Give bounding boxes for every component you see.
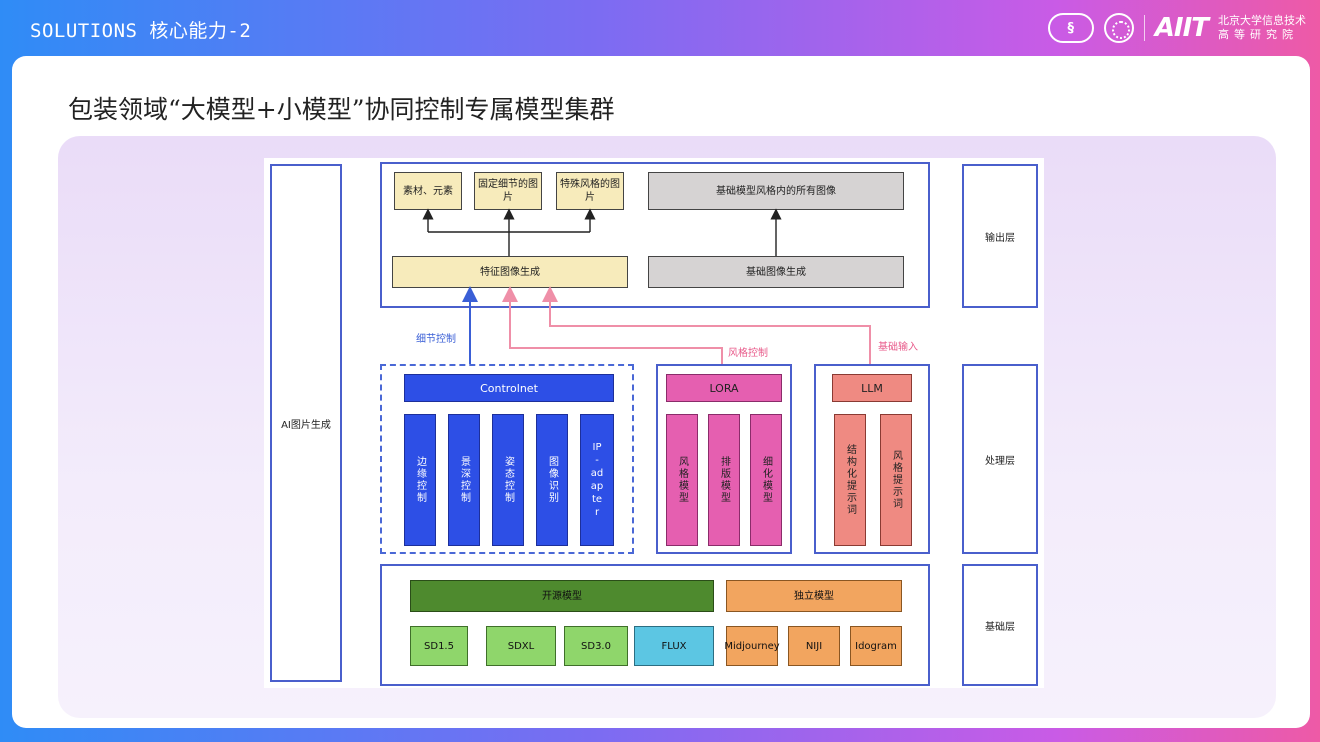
depth-control-box: 景深控制	[448, 414, 480, 546]
processing-layer-label: 处理层	[985, 455, 1015, 467]
architecture-diagram: AI图片生成 输出层 处理层 基础层 素材、元素 固定细节的图片 特殊风格的图片…	[264, 158, 1044, 688]
feature-image-gen-box: 特征图像生成	[392, 256, 628, 288]
image-recognition-box: 图像识别	[536, 414, 568, 546]
org-name-line2: 高等研究院	[1218, 28, 1298, 41]
base-layer-frame: 基础层	[962, 564, 1038, 686]
ip-adapter-line: ad	[590, 468, 604, 479]
lora-title: LORA	[666, 374, 782, 402]
llm-group	[814, 364, 930, 554]
ai-image-gen-frame: AI图片生成	[270, 164, 342, 682]
model-sdxl: SDXL	[486, 626, 556, 666]
ip-adapter-line: r	[594, 507, 600, 518]
ip-adapter-box: IP - ad ap te r	[580, 414, 614, 546]
university-emblem-icon	[1103, 13, 1134, 43]
page-heading: 包装领域“大模型+小模型”协同控制专属模型集群	[68, 95, 615, 124]
top-title: SOLUTIONS 核心能力-2	[30, 20, 252, 42]
base-input-arrow	[542, 286, 871, 364]
ai-image-gen-label: AI图片生成	[281, 419, 331, 431]
ip-adapter-line: IP	[592, 442, 602, 453]
ip-adapter-line: te	[591, 494, 603, 505]
model-sd15: SD1.5	[410, 626, 468, 666]
model-sd30: SD3.0	[564, 626, 628, 666]
model-idogram: Idogram	[850, 626, 902, 666]
style-control-label: 风格控制	[728, 348, 768, 359]
ip-adapter-line: -	[595, 455, 599, 466]
style-model-box: 风格模型	[666, 414, 698, 546]
seal-logo-icon: §	[1047, 13, 1094, 43]
org-name-line1: 北京大学信息技术	[1218, 14, 1306, 27]
edge-control-box: 边缘控制	[404, 414, 436, 546]
ip-adapter-line: ap	[590, 481, 604, 492]
output-frame	[380, 162, 930, 308]
pose-control-box: 姿态控制	[492, 414, 524, 546]
base-image-gen-box: 基础图像生成	[648, 256, 904, 288]
output-layer-label: 输出层	[985, 232, 1015, 244]
all-images-box: 基础模型风格内的所有图像	[648, 172, 904, 210]
aiit-logo: AIIT	[1154, 13, 1209, 43]
processing-layer-frame: 处理层	[962, 364, 1038, 554]
org-name: 北京大学信息技术 高等研究院	[1218, 14, 1306, 42]
model-flux: FLUX	[634, 626, 714, 666]
detail-control-label: 细节控制	[416, 334, 456, 345]
top-bar: SOLUTIONS 核心能力-2 § AIIT 北京大学信息技术 高等研究院	[0, 0, 1320, 56]
structured-prompt-box: 结构化提示词	[834, 414, 866, 546]
connector-arrows	[422, 208, 871, 364]
independent-model-box: 独立模型	[726, 580, 902, 612]
model-midjourney: Midjourney	[724, 626, 780, 666]
layout-model-box: 排版模型	[708, 414, 740, 546]
controlnet-group	[380, 364, 634, 554]
base-frame	[380, 564, 930, 686]
llm-title: LLM	[832, 374, 912, 402]
base-input-label: 基础输入	[878, 342, 918, 353]
lora-group	[656, 364, 792, 554]
logo-divider	[1143, 15, 1145, 41]
logo-group: § AIIT 北京大学信息技术 高等研究院	[1047, 12, 1306, 44]
refine-model-box: 细化模型	[750, 414, 782, 546]
open-source-box: 开源模型	[410, 580, 714, 612]
fixed-detail-box: 固定细节的图片	[474, 172, 542, 210]
controlnet-title: Controlnet	[404, 374, 614, 402]
style-control-arrow	[502, 286, 723, 364]
style-prompt-box: 风格提示词	[880, 414, 912, 546]
model-niji: NIJI	[788, 626, 840, 666]
base-layer-label: 基础层	[985, 621, 1015, 633]
output-tree-arrows	[422, 208, 782, 256]
seal-logo-text: §	[1067, 20, 1075, 36]
materials-box: 素材、元素	[394, 172, 462, 210]
output-layer-frame: 输出层	[962, 164, 1038, 308]
